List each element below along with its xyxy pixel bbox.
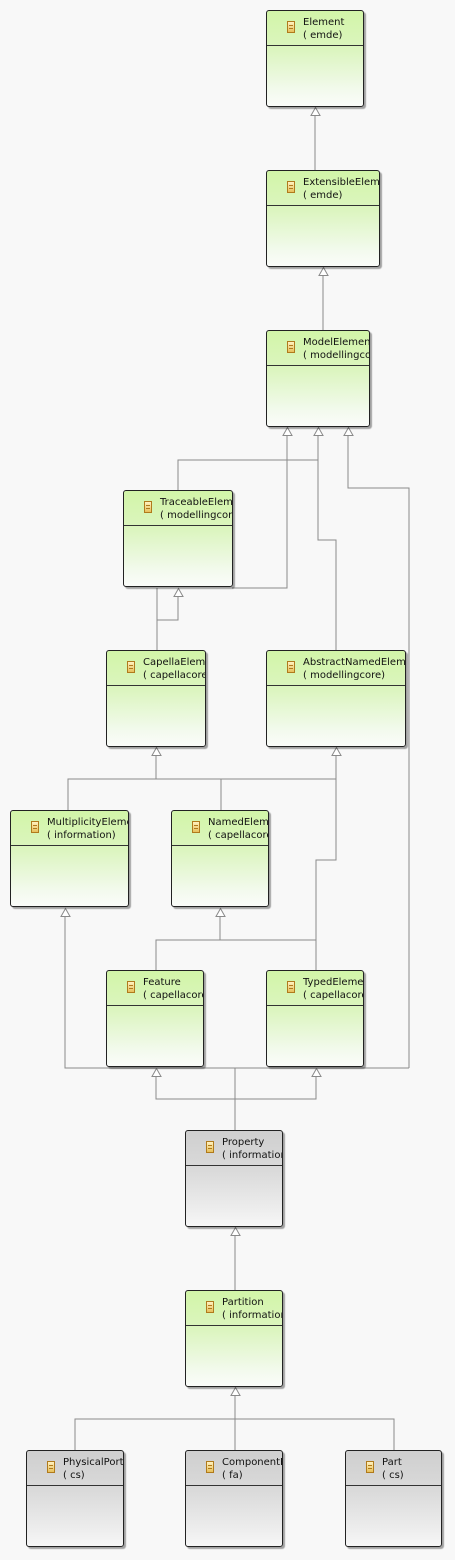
class-package: ( modellingcore) — [303, 670, 386, 681]
connector-traceableelement-to-modelelement — [177, 435, 319, 490]
class-namedelement[interactable]: NamedElement ( capellacore) — [171, 810, 269, 907]
class-partition[interactable]: Partition ( information) — [185, 1290, 283, 1387]
class-name: AbstractNamedElement — [303, 657, 406, 668]
class-abstractnamedelement[interactable]: AbstractNamedElement ( modellingcore) — [266, 650, 406, 747]
class-icon — [31, 821, 39, 833]
class-header: AbstractNamedElement ( modellingcore) — [267, 651, 405, 686]
class-header: MultiplicityElement ( information) — [11, 811, 128, 846]
connector-capellaelement-to-modelelement — [232, 435, 288, 589]
class-package: ( modellingcore) — [160, 510, 232, 521]
connector-abstractnamedelement-to-modelelement — [317, 460, 337, 650]
connector-feature-to-namedelement — [155, 939, 316, 970]
arrowhead-typedelement — [311, 1068, 322, 1077]
arrowhead-property — [230, 1227, 241, 1236]
class-name: ExtensibleElement — [303, 177, 380, 188]
class-icon — [366, 1461, 374, 1473]
class-name: TraceableElement — [160, 497, 233, 508]
class-traceableelement[interactable]: TraceableElement ( modellingcore) — [123, 490, 233, 587]
class-icon — [287, 21, 295, 33]
class-modelelement[interactable]: ModelElement ( modellingcore) — [266, 330, 370, 427]
class-icon — [206, 1141, 214, 1153]
class-capellaelement[interactable]: CapellaElement ( capellacore) — [106, 650, 206, 747]
class-name: NamedElement — [208, 817, 269, 828]
class-package: ( emde) — [303, 190, 343, 201]
arrowhead-feature — [151, 1068, 162, 1077]
class-name: CapellaElement — [143, 657, 206, 668]
class-package: ( capellacore) — [143, 670, 206, 681]
class-icon — [192, 821, 200, 833]
class-header: Element ( emde) — [267, 11, 363, 46]
class-header: CapellaElement ( capellacore) — [107, 651, 205, 686]
class-name: TypedElement — [303, 977, 364, 988]
class-part[interactable]: Part ( cs) — [345, 1450, 442, 1547]
class-package: ( capellacore) — [208, 830, 268, 841]
connector-typedelement-to-abstractnamedelement — [315, 755, 337, 970]
class-name: Partition — [222, 1297, 264, 1308]
class-name: MultiplicityElement — [47, 817, 128, 828]
class-header: NamedElement ( capellacore) — [172, 811, 268, 846]
arrowhead-extensibleelement — [318, 267, 329, 276]
arrowhead-traceableelement — [173, 588, 184, 597]
class-icon — [206, 1301, 214, 1313]
class-extensibleelement[interactable]: ExtensibleElement ( emde) — [266, 170, 380, 267]
arrowhead-namedelement — [215, 908, 226, 917]
class-header: TraceableElement ( modellingcore) — [124, 491, 232, 526]
arrowhead-modelelement-left — [282, 427, 293, 436]
class-package: ( modellingcore) — [303, 350, 369, 361]
class-header: ExtensibleElement ( emde) — [267, 171, 379, 206]
class-header: Part ( cs) — [346, 1451, 441, 1486]
class-name: ModelElement — [303, 337, 370, 348]
class-package: ( information) — [222, 1150, 282, 1161]
class-multiplicityelement[interactable]: MultiplicityElement ( information) — [10, 810, 129, 907]
class-feature[interactable]: Feature ( capellacore) — [106, 970, 204, 1067]
class-componentport[interactable]: ComponentPort ( fa) — [185, 1450, 283, 1547]
class-name: PhysicalPort — [63, 1457, 124, 1468]
class-package: ( capellacore) — [303, 990, 363, 1001]
class-icon — [287, 661, 295, 673]
connector-property-to-feature-typedelement — [155, 1076, 317, 1100]
class-header: Feature ( capellacore) — [107, 971, 203, 1006]
arrowhead-modelelement-center — [313, 427, 324, 436]
class-name: Property — [222, 1137, 265, 1148]
arrowhead-capellaelement — [151, 747, 162, 756]
arrowhead-element — [310, 107, 321, 116]
class-name: Element — [303, 17, 345, 28]
class-property[interactable]: Property ( information) — [185, 1130, 283, 1227]
class-package: ( information) — [47, 830, 116, 841]
class-header: ModelElement ( modellingcore) — [267, 331, 369, 366]
arrowhead-modelelement-right — [343, 427, 354, 436]
class-package: ( fa) — [222, 1470, 243, 1481]
arrowhead-abstractnamedelement — [331, 747, 342, 756]
class-package: ( cs) — [63, 1470, 85, 1481]
connector-capellaelement-to-traceableelement — [156, 596, 179, 650]
class-element[interactable]: Element ( emde) — [266, 10, 364, 107]
class-icon — [206, 1461, 214, 1473]
class-icon — [127, 981, 135, 993]
class-icon — [287, 341, 295, 353]
class-header: ComponentPort ( fa) — [186, 1451, 282, 1486]
class-header: PhysicalPort ( cs) — [27, 1451, 123, 1486]
class-header: TypedElement ( capellacore) — [267, 971, 363, 1006]
class-icon — [144, 501, 152, 513]
arrowhead-partition — [230, 1387, 241, 1396]
connector-multiplicityelement-to-capellaelement — [67, 778, 222, 810]
class-package: ( information) — [222, 1310, 282, 1321]
class-icon — [47, 1461, 55, 1473]
class-name: Feature — [143, 977, 181, 988]
class-name: ComponentPort — [222, 1457, 282, 1468]
class-icon — [127, 661, 135, 673]
connector-subclasses-to-partition — [74, 1418, 395, 1450]
class-typedelement[interactable]: TypedElement ( capellacore) — [266, 970, 364, 1067]
class-header: Partition ( information) — [186, 1291, 282, 1326]
class-header: Property ( information) — [186, 1131, 282, 1166]
class-physicalport[interactable]: PhysicalPort ( cs) — [26, 1450, 124, 1547]
class-package: ( cs) — [382, 1470, 404, 1481]
class-package: ( emde) — [303, 30, 343, 41]
class-name: Part — [382, 1457, 402, 1468]
class-icon — [287, 981, 295, 993]
class-icon — [287, 181, 295, 193]
arrowhead-multiplicityelement — [60, 908, 71, 917]
class-package: ( capellacore) — [143, 990, 203, 1001]
